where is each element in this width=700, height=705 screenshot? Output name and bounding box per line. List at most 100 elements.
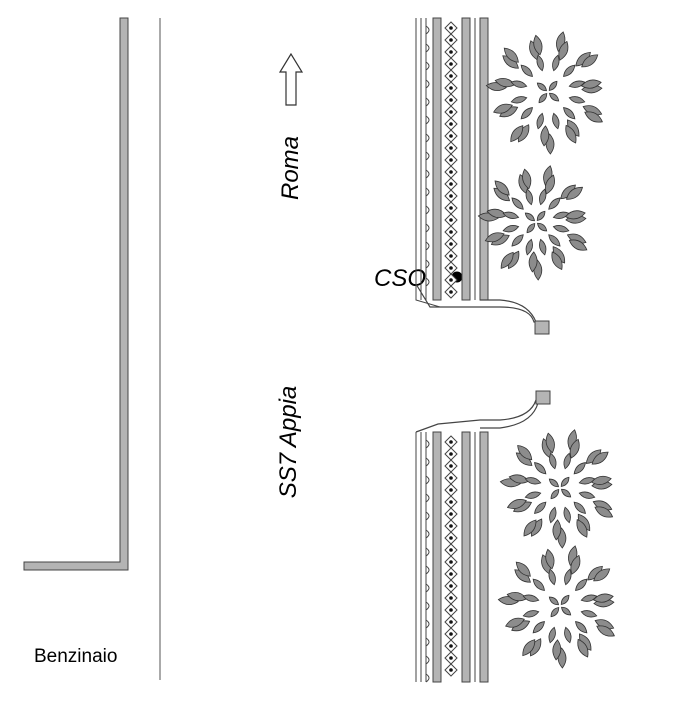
tree-leaf-icon <box>484 232 505 243</box>
strip-dot <box>449 134 453 138</box>
strip-dot <box>449 86 453 90</box>
tree-leaf-icon <box>522 610 540 618</box>
direction-label: Roma <box>277 136 304 200</box>
tree-leaf-icon <box>525 188 533 206</box>
strip-dot <box>449 440 453 444</box>
strip-dot <box>449 218 453 222</box>
tree-leaf-icon <box>526 223 536 234</box>
strip-dot <box>449 596 453 600</box>
strip-dot <box>449 452 453 456</box>
tree-leaf-icon <box>552 54 560 72</box>
upper-roadside-strip <box>415 17 489 301</box>
strip-curb-band <box>461 431 471 683</box>
strip-dot <box>449 620 453 624</box>
tree-leaf-icon <box>548 596 559 606</box>
strip-dot <box>449 632 453 636</box>
strip-scallop <box>425 655 430 665</box>
tree-leaf-icon <box>551 251 563 271</box>
strip-scallop <box>425 151 430 161</box>
tree-leaf-icon <box>561 606 572 616</box>
strip-scallop <box>425 565 430 575</box>
strip-dot <box>449 668 453 672</box>
strip-scallop <box>425 241 430 251</box>
tree-leaf-icon <box>506 499 527 509</box>
tree-leaf-icon <box>565 124 577 144</box>
strip-dot <box>449 608 453 612</box>
tree-leaf-icon <box>549 452 557 470</box>
tree-leaf-icon <box>576 519 588 538</box>
strip-scallop <box>425 79 430 89</box>
layby-top-edge <box>415 283 536 323</box>
tree-leaf-icon <box>564 568 572 586</box>
cso-label: CSO <box>374 265 426 292</box>
strip-dot <box>449 170 453 174</box>
strip-scallop <box>425 187 430 197</box>
left-curb <box>23 17 129 571</box>
strip-dot <box>449 572 453 576</box>
strip-curb-band <box>461 17 471 301</box>
tree-leaf-icon <box>548 234 561 247</box>
tree-leaf-icon <box>548 478 559 488</box>
strip-dot <box>449 476 453 480</box>
strip-scallop <box>425 601 430 611</box>
strip-dot <box>449 524 453 528</box>
tree-leaf-icon <box>552 225 570 233</box>
strip-scallop <box>425 133 430 143</box>
tree-leaf-icon <box>552 112 560 130</box>
tree-leaf-icon <box>570 554 581 575</box>
strip-curb-band <box>479 431 489 683</box>
strip-scallop <box>425 619 430 629</box>
strip-dot <box>449 464 453 468</box>
tree-leaf-icon <box>548 80 558 91</box>
strip-dot <box>449 488 453 492</box>
tree-leaf-icon <box>524 212 535 222</box>
tree-leaf-icon <box>575 621 588 634</box>
tree-leaf-icon <box>524 491 542 499</box>
tree-leaf-icon <box>522 168 532 190</box>
tree-leaf-icon <box>549 506 557 524</box>
strip-dot <box>449 146 453 150</box>
tree-leaf-icon <box>522 594 540 602</box>
strip-scallop <box>425 439 430 449</box>
strip-dot <box>449 512 453 516</box>
tree-leaf-icon <box>563 452 571 470</box>
strip-scallop <box>425 223 430 233</box>
strip-scallop <box>425 25 430 35</box>
strip-scallop <box>425 475 430 485</box>
tree-leaf-icon <box>536 112 544 130</box>
tree-leaf-icon <box>578 491 596 499</box>
strip-dot <box>449 62 453 66</box>
tree-leaf-icon <box>548 568 556 586</box>
tree-leaf-icon <box>568 96 586 104</box>
tree-leaf-icon <box>510 96 528 104</box>
tree-leaf-icon <box>539 188 547 206</box>
strip-scallop <box>425 637 430 647</box>
tree-leaf-icon <box>569 438 580 459</box>
tree-leaf-icon <box>575 578 588 591</box>
strip-scallop <box>425 277 430 287</box>
tree-leaf-icon <box>563 506 571 524</box>
tree-leaf-icon <box>505 617 525 628</box>
tree-leaf-icon <box>558 40 569 61</box>
tree-leaf-icon <box>580 79 602 89</box>
strip-dot <box>449 266 453 270</box>
strip-dot <box>449 548 453 552</box>
tree-leaf-icon <box>502 211 520 219</box>
tree-leaf-icon <box>520 64 533 77</box>
road-name-label: SS7 Appia <box>275 386 302 499</box>
tree-leaf-icon <box>548 197 561 210</box>
strip-dot <box>449 26 453 30</box>
strip-scallop <box>425 673 430 683</box>
strip-scallop <box>425 529 430 539</box>
tree-leaf-icon <box>564 626 572 644</box>
strip-dot <box>449 584 453 588</box>
strip-scallop <box>425 583 430 593</box>
tree-leaf-icon <box>563 64 576 77</box>
strip-curb-band <box>432 431 442 683</box>
strip-curb-band <box>479 17 489 301</box>
tree-leaf-icon <box>591 451 609 465</box>
tree-leaf-icon <box>511 234 524 247</box>
strip-dot <box>449 230 453 234</box>
tree-leaf-icon <box>503 47 519 63</box>
